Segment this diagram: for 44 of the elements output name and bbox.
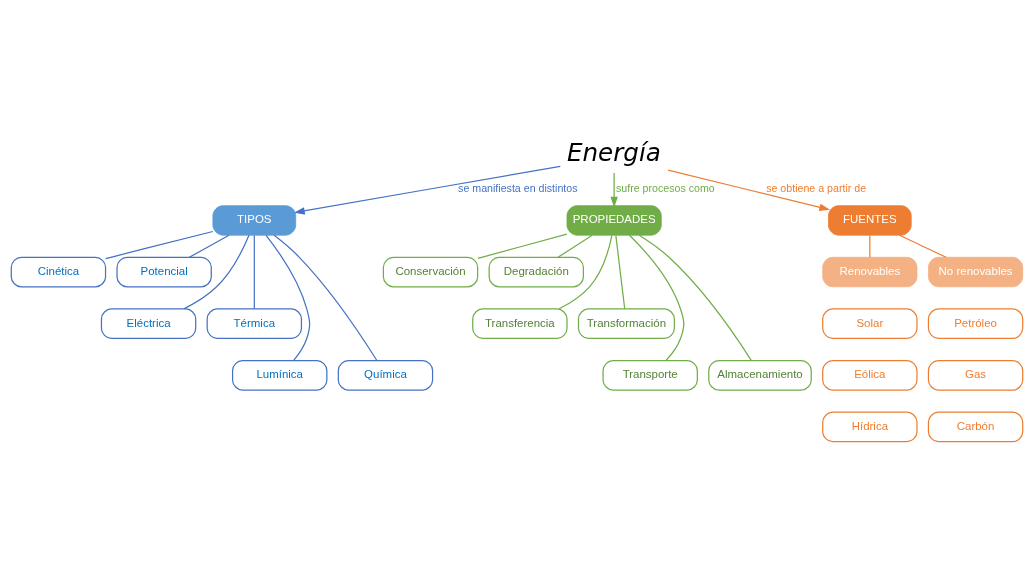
node-box: FUENTES — [828, 204, 912, 236]
connector — [638, 234, 752, 361]
node-box: Degradación — [488, 256, 584, 287]
connector — [557, 234, 593, 258]
connector — [628, 234, 685, 361]
node-box: PROPIEDADES — [566, 204, 662, 236]
node-box: Carbón — [927, 411, 1024, 442]
node-box: No renovables — [928, 256, 1024, 287]
node-box: Lumínica — [231, 359, 328, 391]
node-box: Cinética — [10, 256, 107, 287]
arrow — [610, 171, 618, 207]
node-box: Transformación — [577, 307, 675, 339]
edge-label: se obtiene a partir de — [766, 181, 867, 194]
node-box: Eléctrica — [100, 307, 197, 339]
node-box: Transferencia — [472, 307, 568, 339]
node-box: Térmica — [206, 307, 303, 339]
node-box: Hídrica — [822, 411, 918, 442]
connector — [105, 230, 214, 259]
node-box: Conservación — [382, 256, 479, 287]
node-text: Energía — [567, 137, 661, 167]
node-box: Petróleo — [927, 307, 1024, 339]
node-box: Solar — [822, 307, 918, 339]
node-box: Almacenamiento — [708, 359, 812, 391]
connector — [615, 234, 626, 309]
node-box: Potencial — [116, 256, 212, 287]
node-box: TIPOS — [212, 204, 297, 236]
connector — [898, 234, 947, 258]
arrow — [667, 169, 830, 211]
edge-label: sufre procesos como — [615, 181, 715, 194]
connector — [265, 234, 311, 361]
connector — [558, 234, 613, 309]
connector — [869, 234, 871, 258]
arrow — [294, 165, 561, 214]
connector — [183, 234, 250, 309]
node-box: Transporte — [602, 359, 698, 391]
node-box: Química — [337, 359, 434, 391]
connector — [273, 234, 378, 361]
connector — [477, 233, 568, 259]
node-box: Gas — [927, 359, 1024, 391]
connector — [253, 234, 255, 309]
node-box: Renovables — [822, 256, 918, 287]
edge-label: se manifiesta en distintos — [458, 181, 578, 194]
node-box: Eólica — [822, 359, 918, 391]
connector — [188, 234, 230, 258]
